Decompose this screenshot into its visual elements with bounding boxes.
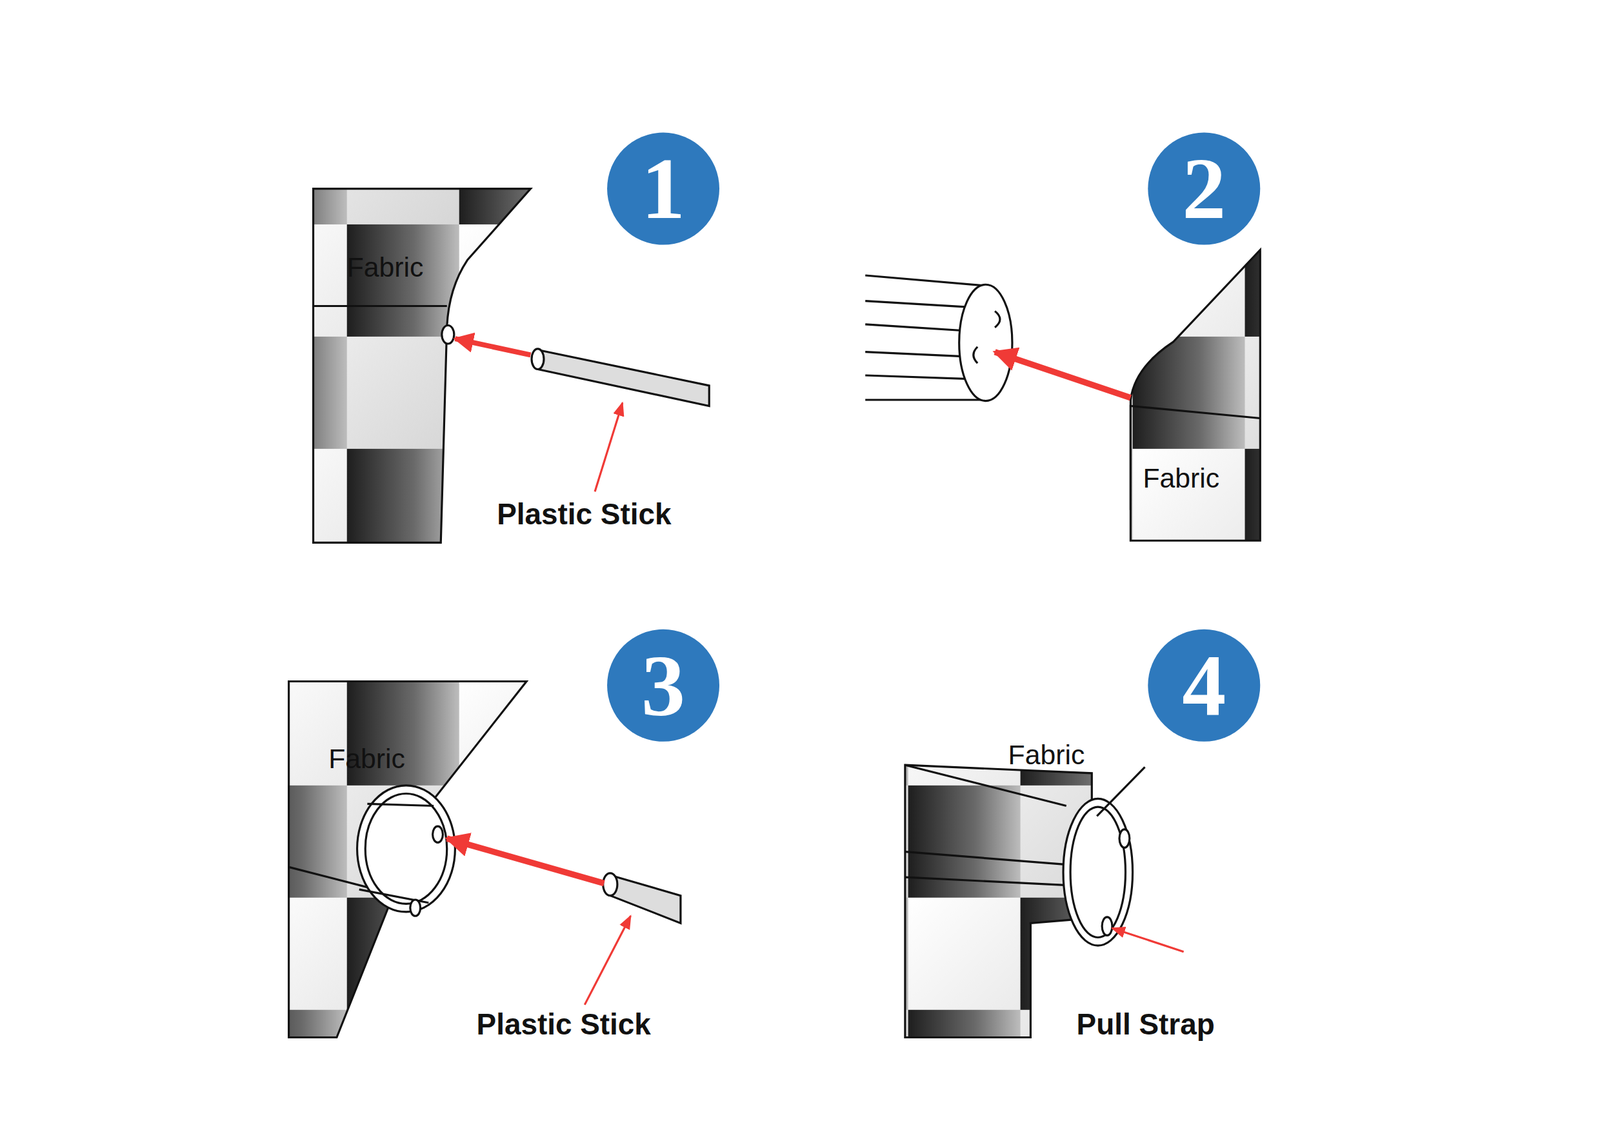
- callout-number: 4: [1181, 641, 1226, 730]
- callout-number: 3: [641, 641, 686, 730]
- part-label: Fabric: [1142, 465, 1220, 493]
- part-label: Plastic Stick: [496, 500, 671, 530]
- callout-number: 2: [1181, 145, 1226, 233]
- part-label: Fabric: [328, 745, 406, 774]
- step-number-circle: 4: [1147, 629, 1260, 742]
- part-label: Pull Strap: [1076, 1010, 1215, 1040]
- step-number-circle: 2: [1147, 132, 1260, 246]
- step-number-circle: 3: [607, 629, 720, 742]
- step-number-circle: 1: [607, 132, 720, 246]
- part-label: Fabric: [347, 254, 424, 282]
- callout-number: 1: [641, 145, 686, 233]
- part-label: Plastic Stick: [476, 1010, 651, 1040]
- part-label: Fabric: [1008, 741, 1086, 770]
